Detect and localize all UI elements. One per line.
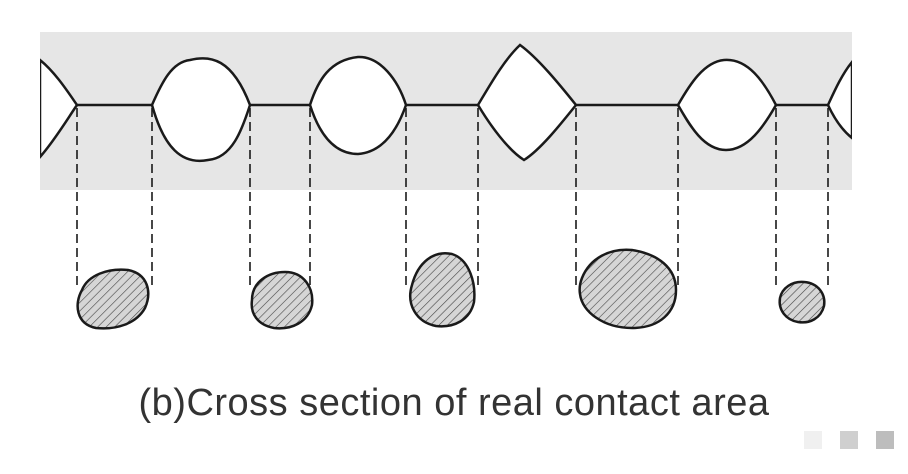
watermark-icon xyxy=(790,431,894,454)
gap-edge-left xyxy=(40,58,79,159)
figure-caption: (b)Cross section of real contact area xyxy=(138,382,770,424)
gap-1 xyxy=(150,57,252,163)
contact-area-4 xyxy=(578,248,678,330)
watermark-square xyxy=(804,431,822,449)
gap-3 xyxy=(476,43,578,162)
contact-area-1 xyxy=(76,268,150,330)
watermark-square xyxy=(840,431,858,449)
contact-area-3 xyxy=(409,251,476,328)
contact-area-5 xyxy=(778,280,826,324)
gap-edge-right xyxy=(826,60,852,140)
gap-2 xyxy=(308,55,408,156)
watermark-square xyxy=(876,431,894,449)
contact-area-2 xyxy=(250,270,314,330)
projection-lines xyxy=(76,108,829,285)
gap-4 xyxy=(676,58,778,152)
